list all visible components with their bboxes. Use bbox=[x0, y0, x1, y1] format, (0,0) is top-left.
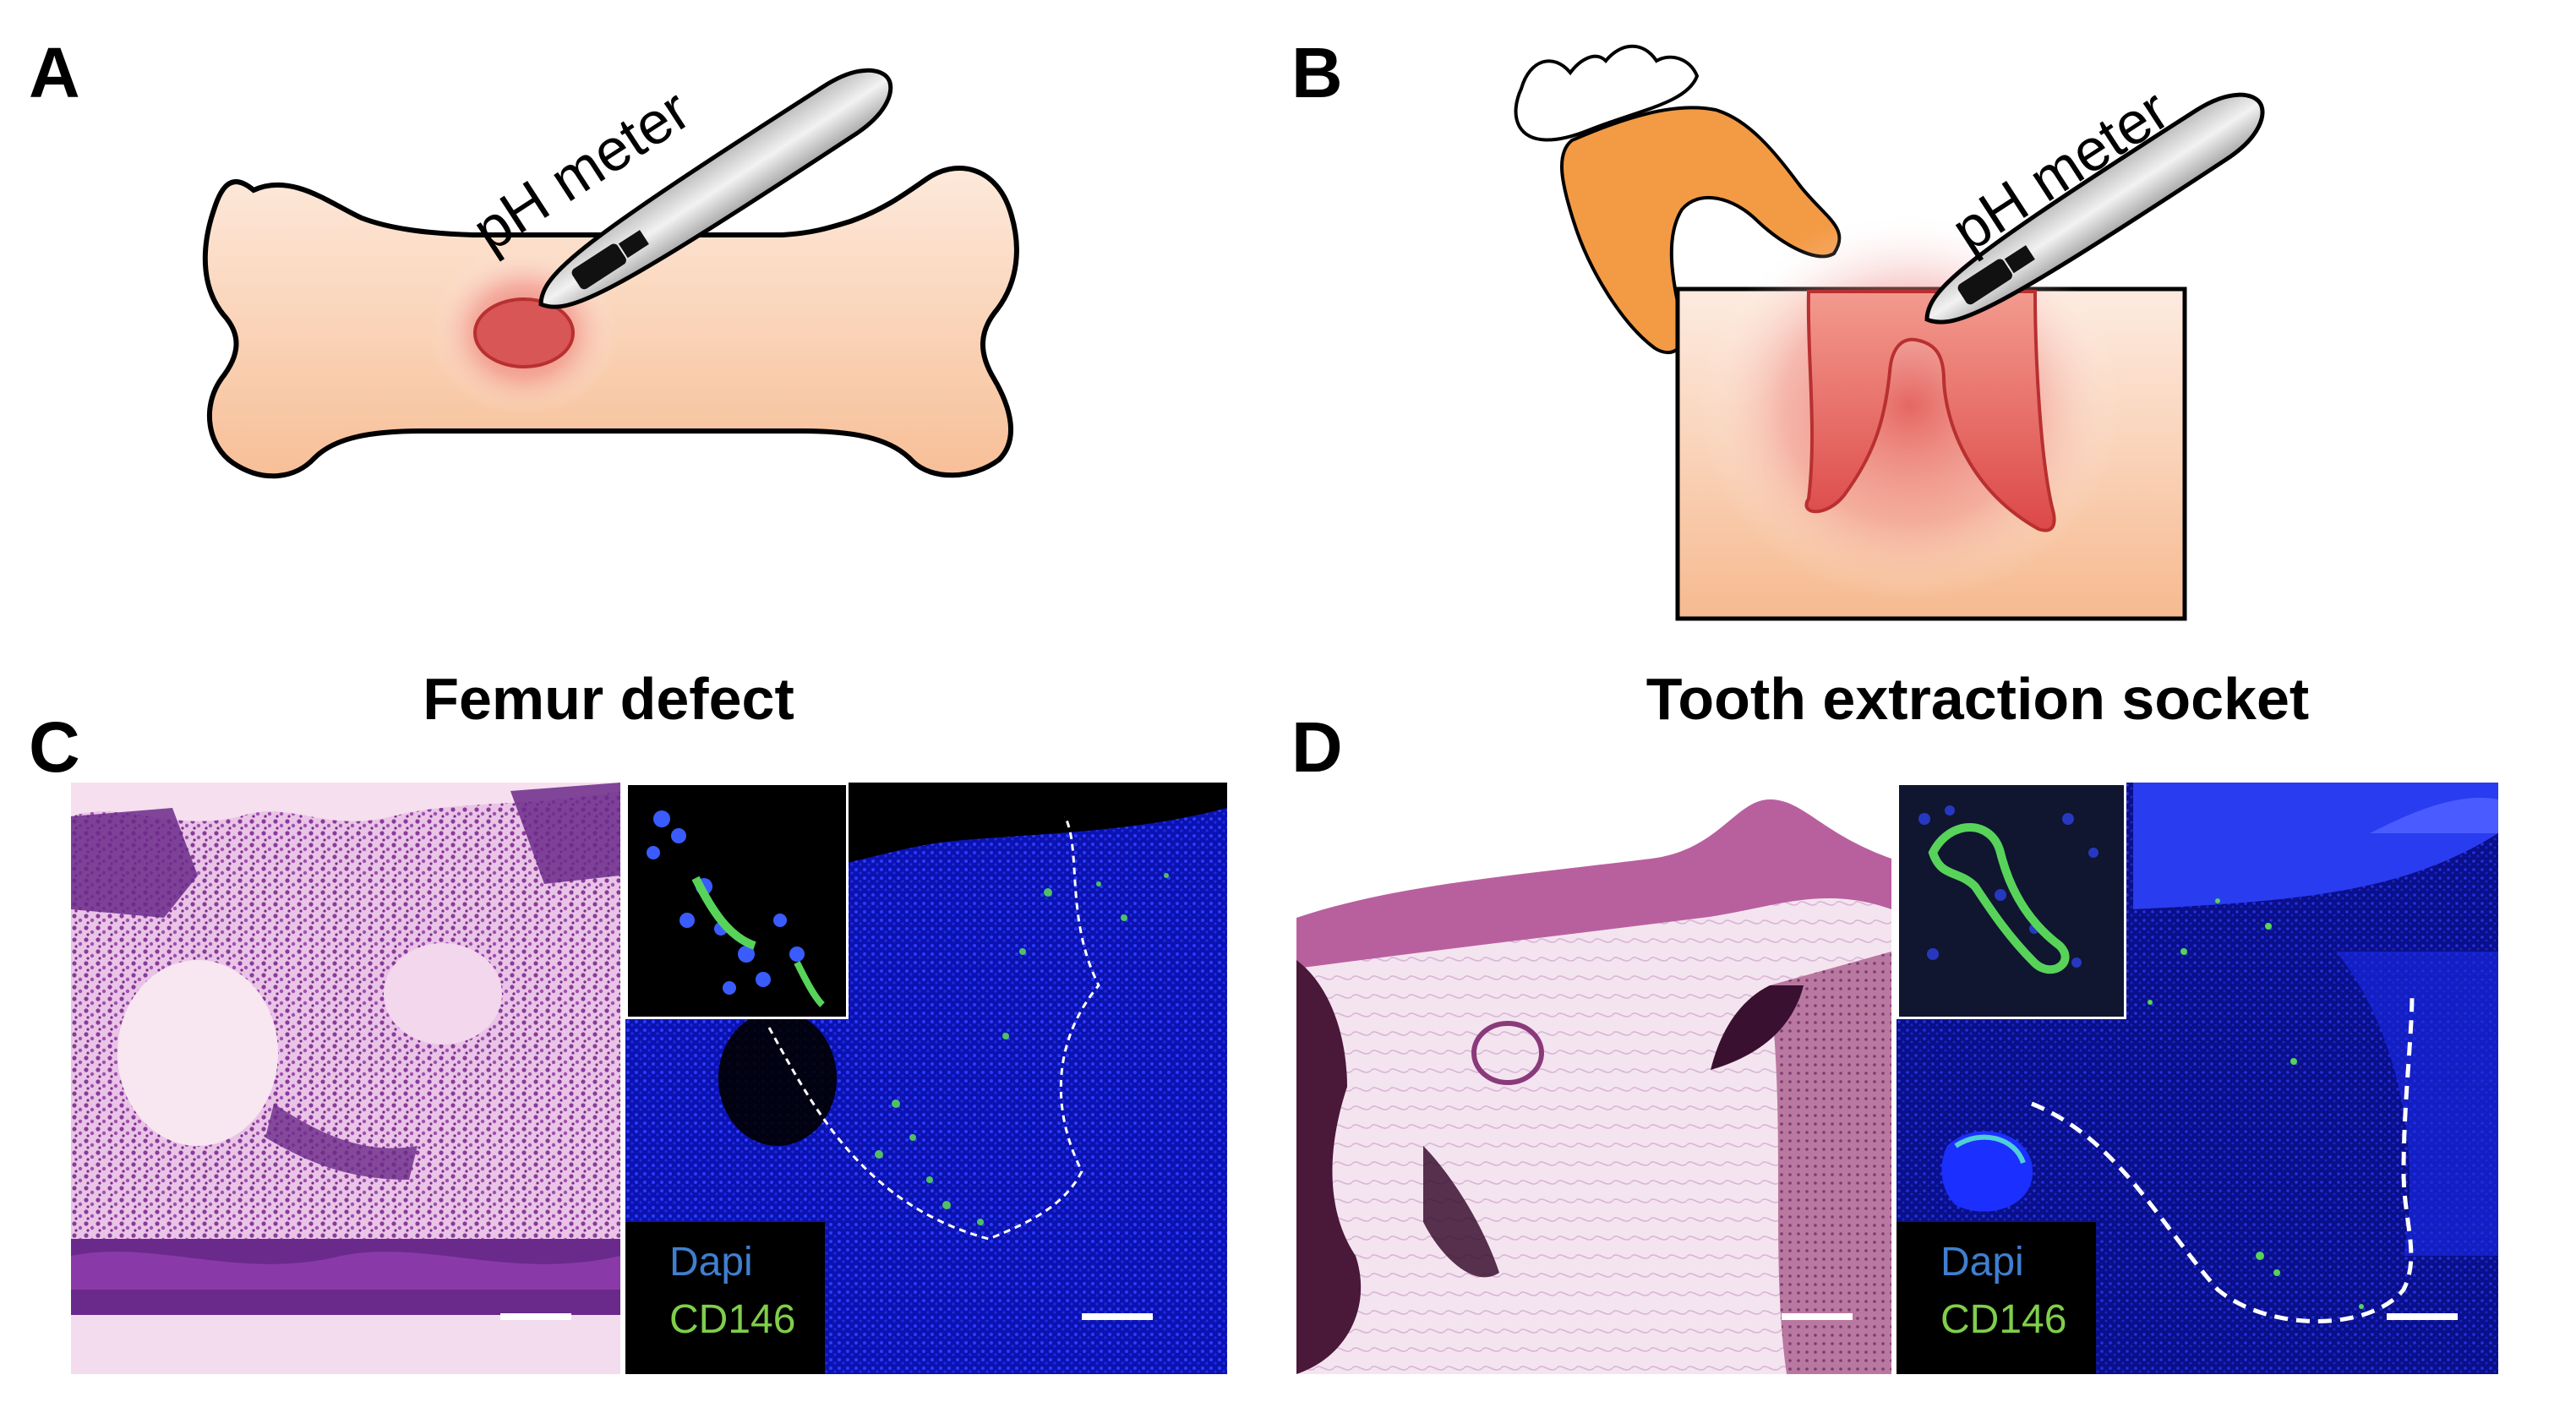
panel-letter-b: B bbox=[1291, 33, 1343, 112]
socket-illustration: pH meter bbox=[1514, 44, 2265, 621]
panel-title-c: Femur defect bbox=[423, 666, 794, 732]
scale-bar-if-d bbox=[2387, 1313, 2458, 1320]
femur-defect-site bbox=[473, 297, 575, 368]
tooth-roots bbox=[1560, 106, 1842, 354]
legend-femur: Dapi CD146 bbox=[625, 1222, 825, 1374]
probe-label-a-holder: pH meter bbox=[461, 76, 701, 264]
fluorescence-micrograph-femur: Dapi CD146 bbox=[625, 783, 1227, 1374]
legend-cd146-label: CD146 bbox=[669, 1297, 796, 1342]
he-micrograph-femur bbox=[71, 783, 620, 1374]
panel-letter-d: D bbox=[1291, 707, 1343, 787]
he-micrograph-socket bbox=[1296, 783, 1891, 1374]
panel-letter-c: C bbox=[29, 707, 80, 787]
legend-socket: Dapi CD146 bbox=[1897, 1222, 2096, 1374]
legend-cd146-label: CD146 bbox=[1940, 1297, 2067, 1342]
fluorescence-micrograph-socket: Dapi CD146 bbox=[1897, 783, 2498, 1374]
scale-bar-if-c bbox=[1082, 1313, 1153, 1320]
scale-bar-he-d bbox=[1782, 1313, 1853, 1320]
legend-dapi-label: Dapi bbox=[1940, 1240, 2024, 1285]
scale-bar-he-c bbox=[500, 1313, 571, 1320]
panel-title-d: Tooth extraction socket bbox=[1645, 666, 2310, 732]
panel-letter-a: A bbox=[29, 33, 80, 112]
inset-femur bbox=[625, 783, 849, 1019]
legend-dapi-label: Dapi bbox=[669, 1240, 753, 1285]
femur-illustration bbox=[202, 68, 1019, 479]
tooth-crown bbox=[1514, 44, 1700, 142]
inset-socket bbox=[1897, 783, 2126, 1019]
extraction-socket bbox=[1804, 290, 2056, 532]
